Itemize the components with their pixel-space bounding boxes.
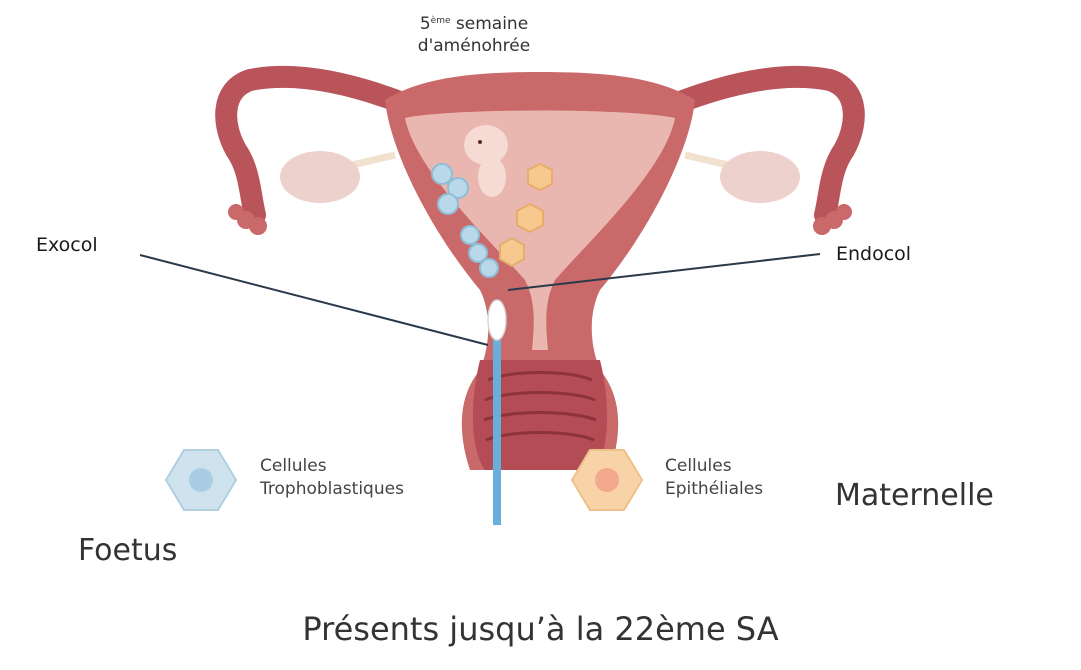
fetal-label: Foetus — [78, 533, 177, 568]
legend-trophoblast-line1: Cellules — [260, 455, 404, 478]
exocol-pointer — [140, 255, 488, 345]
right-ovary — [720, 151, 800, 203]
footer-caption: Présents jusqu’à la 22ème SA — [0, 610, 1081, 648]
maternal-label: Maternelle — [835, 478, 994, 513]
title-number: 5 — [420, 14, 431, 34]
title-line2: d'aménohrée — [418, 36, 530, 56]
title-superscript: ème — [431, 16, 451, 26]
legend-epithelial: Cellules Epithéliales — [665, 455, 763, 501]
title-rest: semaine — [451, 14, 529, 34]
swab-shaft — [493, 340, 501, 525]
diagram-title: 5ème semaine d'aménohrée — [384, 10, 564, 57]
left-ovary — [280, 151, 360, 203]
swab-tip — [488, 300, 506, 340]
legend-trophoblast: Cellules Trophoblastiques — [260, 455, 404, 501]
endocol-label: Endocol — [836, 243, 911, 265]
legend-epithelial-line2: Epithéliales — [665, 478, 763, 501]
legend-epithelial-line1: Cellules — [665, 455, 763, 478]
legend-trophoblast-line2: Trophoblastiques — [260, 478, 404, 501]
exocol-label: Exocol — [36, 234, 98, 256]
